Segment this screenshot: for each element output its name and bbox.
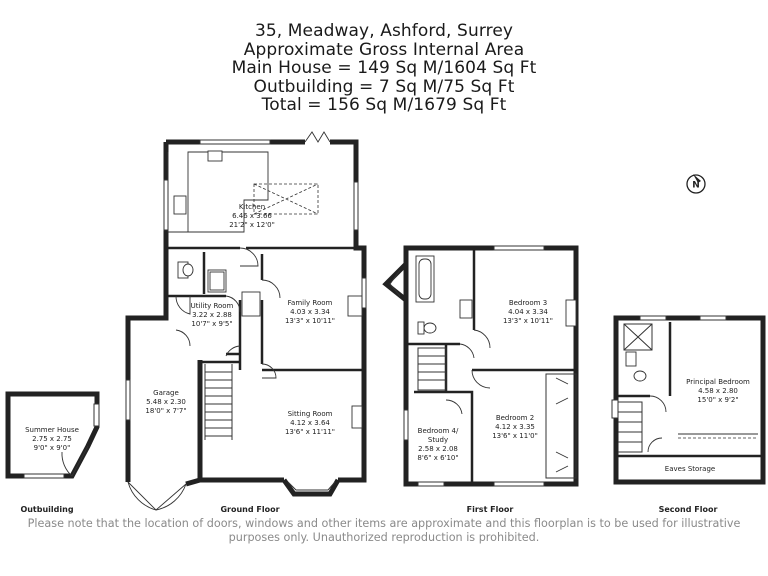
garage-imperial: 18'0" x 7'7" xyxy=(145,407,186,415)
main-house-area: Main House = 149 Sq M/1604 Sq Ft xyxy=(231,58,537,78)
property-address: 35, Meadway, Ashford, Surrey xyxy=(254,21,514,41)
principal-bedroom-imperial: 15'0" x 9'2" xyxy=(697,396,738,404)
utility-room-imperial: 10'7" x 9'5" xyxy=(191,320,232,328)
bedroom-4-imperial: 8'6" x 6'10" xyxy=(417,454,458,462)
summer-house-name: Summer House xyxy=(25,426,79,434)
bedroom-2-metric: 4.12 x 3.35 xyxy=(495,423,535,431)
compass-north-icon: N xyxy=(686,174,706,194)
sitting-room-name: Sitting Room xyxy=(288,410,333,418)
first-floor-plan: Bedroom 3 4.04 x 3.34 13'3" x 10'11" Bed… xyxy=(382,245,579,487)
bedroom-4-metric: 2.58 x 2.08 xyxy=(418,445,458,453)
bedroom-3-name: Bedroom 3 xyxy=(509,299,547,307)
family-room-name: Family Room xyxy=(288,299,333,307)
sitting-room-imperial: 13'6" x 11'11" xyxy=(285,428,335,436)
summer-house-metric: 2.75 x 2.75 xyxy=(32,435,72,443)
family-room-imperial: 13'3" x 10'11" xyxy=(285,317,335,325)
bedroom-3-metric: 4.04 x 3.34 xyxy=(508,308,548,316)
disclaimer-line-1: Please note that the location of doors, … xyxy=(27,517,741,530)
family-room-metric: 4.03 x 3.34 xyxy=(290,308,330,316)
first-floor-label: First Floor xyxy=(467,505,514,514)
disclaimer: Please note that the location of doors, … xyxy=(20,517,748,545)
principal-bedroom-metric: 4.58 x 2.80 xyxy=(698,387,738,395)
principal-bedroom-name: Principal Bedroom xyxy=(686,378,750,386)
bedroom-2-name: Bedroom 2 xyxy=(496,414,534,422)
outbuilding-area: Outbuilding = 7 Sq M/75 Sq Ft xyxy=(253,76,515,97)
kitchen-name: Kitchen xyxy=(239,203,265,211)
sitting-room-metric: 4.12 x 3.64 xyxy=(290,419,330,427)
kitchen-imperial: 21'2" x 12'0" xyxy=(229,221,275,229)
garage-metric: 5.48 x 2.30 xyxy=(146,398,186,406)
plan-header: 35, Meadway, Ashford, Surrey Approximate… xyxy=(0,22,768,115)
summer-house-imperial: 9'0" x 9'0" xyxy=(34,444,71,452)
second-floor-plan: Principal Bedroom 4.58 x 2.80 15'0" x 9'… xyxy=(611,315,766,485)
ground-floor-label: Ground Floor xyxy=(220,505,279,514)
area-title: Approximate Gross Internal Area xyxy=(243,39,525,60)
kitchen-metric: 6.46 x 3.66 xyxy=(232,212,272,220)
outbuilding-plan: Summer House 2.75 x 2.75 9'0" x 9'0" xyxy=(5,391,100,479)
bedroom-2-imperial: 13'6" x 11'0" xyxy=(492,432,538,440)
compass-label: N xyxy=(692,181,700,191)
utility-room-name: Utility Room xyxy=(191,302,234,310)
second-floor-label: Second Floor xyxy=(659,505,718,514)
bedroom-4-name: Bedroom 4/ xyxy=(418,427,459,435)
eaves-storage-name: Eaves Storage xyxy=(665,465,715,473)
bedroom-4-name-2: Study xyxy=(428,436,448,444)
total-area: Total = 156 Sq M/1679 Sq Ft xyxy=(261,95,507,115)
ground-floor-plan: Kitchen 6.46 x 3.66 21'2" x 12'0" Utilit… xyxy=(125,131,367,511)
outbuilding-label: Outbuilding xyxy=(20,505,73,514)
utility-room-metric: 3.22 x 2.88 xyxy=(192,311,232,319)
garage-name: Garage xyxy=(153,389,179,397)
bedroom-3-imperial: 13'3" x 10'11" xyxy=(503,317,553,325)
disclaimer-line-2: purposes only. Unauthorized reproduction… xyxy=(228,531,540,544)
